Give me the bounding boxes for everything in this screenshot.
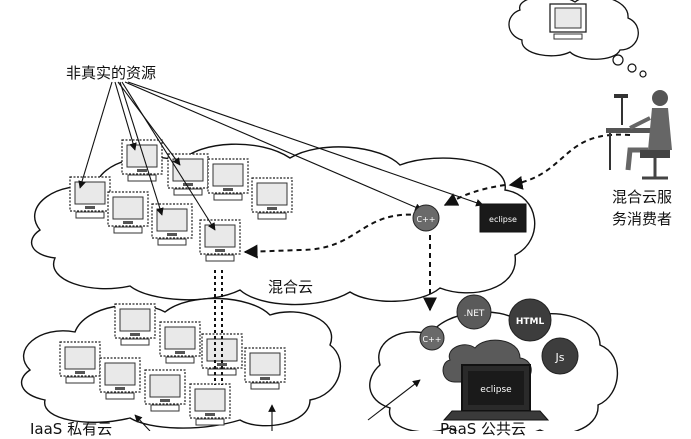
consumer-dashed-paths xyxy=(214,133,631,385)
eclipse-label: eclipse xyxy=(480,385,512,395)
html-label: HTML xyxy=(516,317,545,327)
desktop-monitor-icon xyxy=(107,191,149,234)
desktop-monitor-icon xyxy=(69,176,111,219)
js-label: Js xyxy=(555,351,565,364)
hybrid-consumer-label: 混合云服 务消费者 xyxy=(612,186,691,230)
html-badge: HTML xyxy=(508,298,552,342)
paas-public-cloud-label: PaaS 公共云 xyxy=(440,420,527,438)
desktop-monitor-icon xyxy=(244,347,286,390)
hybrid-consumer-line1: 混合云服 xyxy=(612,188,673,206)
cpp-badge: C++ xyxy=(419,325,445,351)
eclipse-label: eclipse xyxy=(489,215,517,224)
desktop-monitor-icon xyxy=(549,3,587,40)
desktop-monitor-icon xyxy=(251,177,293,220)
iaas-private-cloud-label: IaaS 私有云 xyxy=(30,420,113,438)
desktop-monitor-icon xyxy=(99,357,141,400)
bottom-arrows xyxy=(134,379,421,431)
desktop-monitor-icon xyxy=(121,139,163,182)
seated-person-icon xyxy=(606,90,672,180)
desktop-monitor-icon xyxy=(144,369,186,412)
desktop-monitor-icon xyxy=(167,153,209,196)
desktop-monitor-icon xyxy=(159,321,201,364)
desktop-monitor-icon xyxy=(151,203,193,246)
dotnet-badge: .NET xyxy=(456,294,492,330)
hybrid-cloud-label: 混合云 xyxy=(268,278,314,296)
non-real-resources-label: 非真实的资源 xyxy=(66,64,157,82)
cpp-badge: C++ xyxy=(412,204,440,232)
thought-bubble xyxy=(508,0,647,78)
desktop-monitor-icon xyxy=(189,383,231,426)
desktop-monitor-icon xyxy=(199,219,241,262)
laptop-icon: eclipse xyxy=(442,339,550,421)
cpp-label: C++ xyxy=(417,215,436,224)
dotnet-label: .NET xyxy=(464,309,485,319)
resource-arrows xyxy=(78,81,484,231)
hybrid-consumer-line2: 务消费者 xyxy=(612,210,673,228)
desktop-monitor-icon xyxy=(207,158,249,201)
desktop-monitor-icon xyxy=(59,341,101,384)
desktop-monitor-icon xyxy=(114,303,156,346)
cpp-label: C++ xyxy=(423,335,442,344)
eclipse-badge: eclipse xyxy=(479,203,527,233)
js-badge: Js xyxy=(541,337,579,375)
